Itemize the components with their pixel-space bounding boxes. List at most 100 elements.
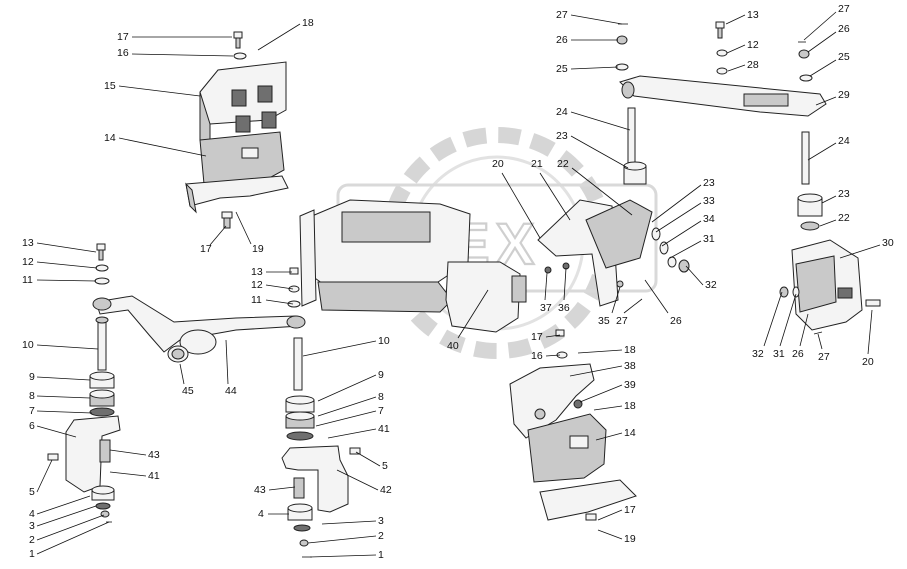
part-number-label: 3	[378, 515, 384, 527]
mount-bracket-30	[651, 227, 881, 335]
leader-line	[36, 344, 99, 350]
mount-cap-slot	[257, 85, 273, 103]
leader-line	[36, 495, 91, 515]
leader-line	[563, 267, 567, 301]
leader-line	[655, 202, 702, 233]
nut-32-upper	[678, 259, 690, 273]
leader-line	[457, 289, 489, 339]
mount-cap-slot	[261, 111, 277, 129]
bracket-19-lower	[539, 479, 637, 521]
leader-line	[570, 135, 629, 169]
leader-line	[307, 535, 377, 544]
beam-44-left-eye	[92, 297, 112, 311]
pin-10-mid	[293, 337, 303, 391]
part-number-label: 41	[378, 423, 390, 435]
part-number-label: 36	[558, 302, 570, 314]
leader-line	[593, 405, 623, 411]
cross-beam-44	[92, 295, 306, 363]
washer-31-upper	[667, 256, 677, 268]
bolt-20	[865, 299, 881, 307]
leader-line	[118, 137, 207, 157]
bolt-13-right	[715, 21, 725, 29]
leader-line	[36, 242, 97, 253]
nut-2-mid	[299, 539, 309, 547]
part-number-label: 33	[703, 195, 715, 207]
engine-assembly-40	[299, 199, 653, 333]
leader-line	[544, 272, 548, 301]
part-number-label: 12	[22, 256, 34, 268]
bolt-17-upper-right	[555, 329, 565, 337]
part-number-label: 13	[251, 266, 263, 278]
bolt-5	[47, 453, 59, 461]
leader-line	[651, 184, 702, 223]
washer-34	[659, 241, 669, 255]
leader-line	[109, 449, 147, 456]
leader-line	[570, 14, 623, 25]
washer-7	[89, 407, 115, 417]
nut-26-right	[798, 49, 810, 59]
leader-line	[623, 298, 643, 314]
leader-line	[545, 354, 561, 357]
leader-line	[309, 554, 377, 558]
part-number-label: 20	[862, 356, 874, 368]
engine-sump	[317, 281, 453, 313]
pin-24-right	[801, 131, 810, 185]
leader-line	[661, 220, 702, 247]
leader-line	[569, 365, 623, 377]
mount-body-14-lower	[527, 413, 607, 483]
leader-line	[571, 167, 633, 216]
part-number-label: 9	[29, 371, 35, 383]
part-number-label: 4	[258, 508, 264, 520]
nut-2	[100, 510, 110, 518]
leader-line	[355, 451, 381, 467]
leader-line	[36, 459, 53, 493]
part-number-label: 3	[29, 520, 35, 532]
bolt-17-lower-shank	[223, 217, 231, 229]
leader-line	[545, 334, 561, 338]
leader-line	[727, 64, 746, 72]
leader-line	[268, 486, 296, 491]
bracket-38	[509, 363, 595, 439]
part-number-label: 18	[624, 344, 636, 356]
part-number-label: 37	[540, 302, 552, 314]
leader-line	[118, 85, 201, 97]
leader-line	[867, 309, 873, 355]
washer-22-right	[800, 221, 820, 231]
washer-12	[95, 264, 109, 272]
leader-line	[36, 376, 91, 381]
part-number-label: 11	[251, 294, 262, 306]
washer-25-right	[799, 74, 813, 82]
part-number-label: 15	[104, 80, 116, 92]
leader-line	[36, 395, 91, 399]
part-number-label: 14	[104, 132, 116, 144]
part-number-label: 27	[616, 315, 628, 327]
part-number-label: 24	[556, 106, 568, 118]
part-number-label: 44	[225, 385, 237, 397]
part-number-label: 7	[29, 405, 35, 417]
part-number-label: 43	[148, 449, 160, 461]
part-number-label: 19	[252, 243, 264, 255]
engine-valve-cover	[341, 211, 431, 243]
rail-29-step	[743, 93, 789, 107]
part-number-label: 32	[705, 279, 717, 291]
washer-16	[233, 52, 247, 60]
leader-line	[595, 432, 623, 441]
part-number-label: 22	[557, 158, 569, 170]
part-number-label: 26	[670, 315, 682, 327]
part-number-label: 43	[254, 484, 266, 496]
washer-12-mid	[288, 285, 300, 293]
nut-35	[616, 280, 624, 288]
part-number-label: 23	[556, 130, 568, 142]
part-number-label: 42	[380, 484, 392, 496]
part-number-label: 22	[838, 212, 850, 224]
bolt-17-lower-right	[585, 513, 597, 521]
bolt-5-mid	[349, 447, 361, 455]
part-number-label: 25	[556, 63, 568, 75]
leader-line	[317, 374, 377, 402]
leader-line	[726, 44, 746, 54]
leader-line	[539, 172, 571, 221]
leader-line	[179, 363, 185, 385]
leader-line	[501, 172, 541, 239]
cushion-4-top	[91, 485, 115, 495]
leader-line	[36, 279, 97, 282]
